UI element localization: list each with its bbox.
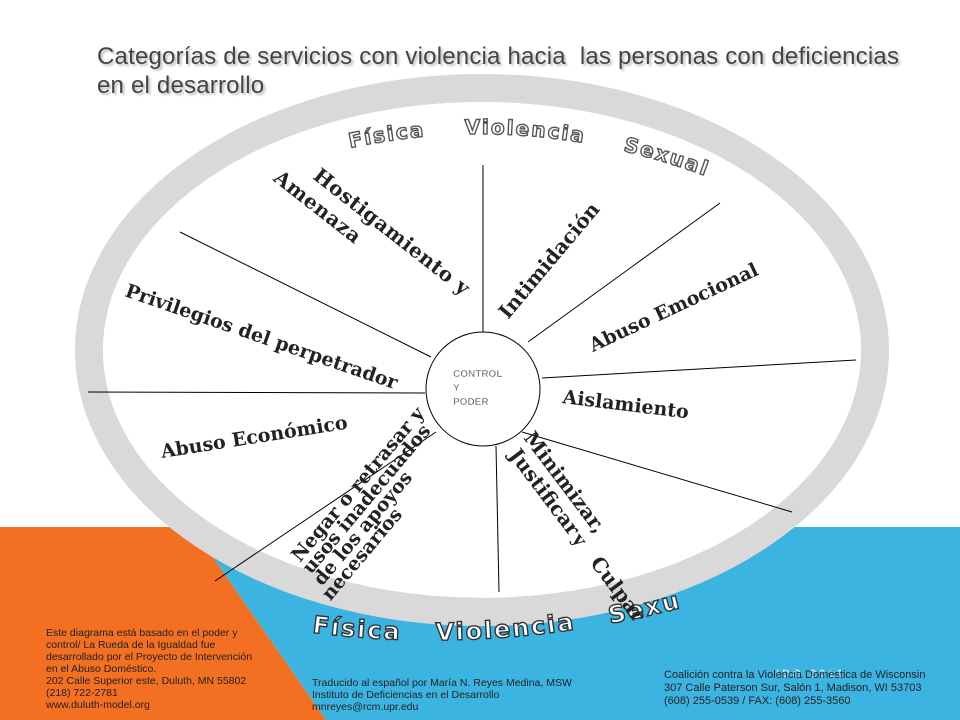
title-line-1: Categorías de servicios con violencia ha…	[97, 42, 957, 71]
idd-badge: IDD 2011	[776, 668, 846, 680]
orange-band	[0, 527, 326, 720]
footer-right-line: 307 Calle Paterson Sur, Salón 1, Madison…	[664, 682, 922, 694]
footer-middle-line: Instituto de Deficiencias en el Desarrol…	[312, 689, 500, 701]
footer-left-line: (218) 722-2781	[46, 687, 118, 699]
spokes	[87, 165, 857, 593]
title-line-2: en el desarrollo	[97, 72, 265, 99]
spoke	[179, 231, 432, 358]
footer-middle-line: mnreyes@rcm.upr.edu	[312, 701, 419, 713]
center-label-2: Y	[453, 383, 460, 394]
center-label-3: PODER	[453, 397, 489, 408]
title-part-1: Categorías de servicios con violencia ha…	[97, 43, 566, 70]
spoke	[495, 445, 500, 593]
spoke	[214, 431, 437, 582]
footer-middle-credits: Traducido al español por María N. Reyes …	[312, 677, 572, 713]
footer-left-line: en el Abuso Doméstico.	[46, 663, 157, 675]
footer-left-line: desarrollado por el Proyecto de Interven…	[46, 651, 253, 663]
page-title: Categorías de servicios con violencia ha…	[97, 42, 957, 100]
center-label-1: CONTROL	[453, 369, 502, 380]
footer-right-line: Coalición contra la Violencia Doméstica …	[664, 669, 926, 681]
hub	[425, 331, 541, 447]
spoke	[541, 359, 857, 379]
footer-left-line: www.duluth-model.org	[46, 699, 150, 711]
spoke	[521, 431, 793, 513]
footer-right-credits: Coalición contra la Violencia Doméstica …	[664, 669, 925, 708]
spoke	[527, 202, 721, 343]
footer-left-credits: Este diagrama está basado en el poder y …	[46, 627, 252, 711]
footer-middle-line: Traducido al español por María N. Reyes …	[312, 677, 572, 689]
wheel-rim	[75, 74, 889, 626]
footer-left-line: 202 Calle Superior este, Duluth, MN 5580…	[46, 675, 247, 687]
title-part-2: las personas con deficiencias	[579, 43, 900, 70]
footer-left-line: control/ La Rueda de la Igualdad fue	[46, 639, 216, 651]
spoke	[87, 391, 426, 394]
footer-left-line: Este diagrama está basado en el poder y	[46, 627, 238, 639]
footer-right-line: (608) 255-0539 / FAX: (608) 255-3560	[664, 695, 851, 707]
